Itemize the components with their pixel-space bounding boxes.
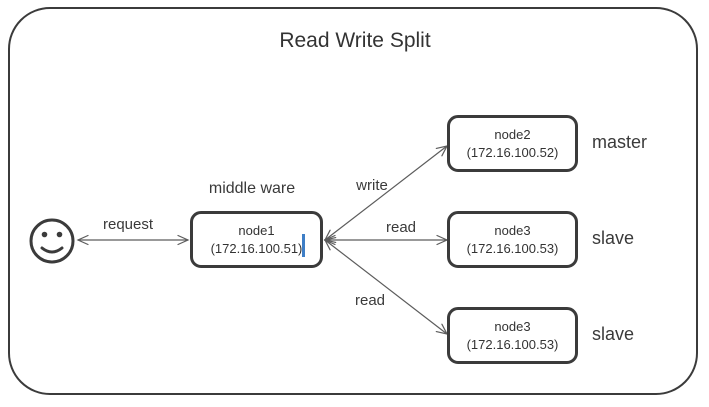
edge-label-read-mid: read [385, 219, 417, 236]
node-master-name: node2 [494, 126, 531, 142]
role-label-slave-1: slave [592, 228, 635, 248]
edge-read-mid [323, 234, 449, 246]
role-label-master: master [592, 132, 648, 152]
node-slave-1-ip: (172.16.100.53) [466, 240, 559, 256]
node-master[interactable]: node2 (172.16.100.52) [447, 115, 578, 172]
role-label-slave-2: slave [592, 324, 635, 344]
node-slave-2[interactable]: node3 (172.16.100.53) [447, 307, 578, 364]
edge-request [76, 234, 190, 246]
edge-label-write: write [356, 177, 388, 194]
middleware-caption: middle ware [208, 180, 296, 197]
node-middleware[interactable]: node1 (172.16.100.51) [190, 211, 323, 268]
node-slave-2-ip: (172.16.100.53) [466, 336, 559, 352]
node-slave-2-name: node3 [494, 318, 531, 334]
diagram-frame [8, 7, 698, 395]
node-slave-1[interactable]: node3 (172.16.100.53) [447, 211, 578, 268]
node-middleware-name: node1 [238, 222, 275, 238]
node-middleware-ip: (172.16.100.51) [210, 240, 303, 256]
edge-read-bottom [323, 239, 449, 335]
node-slave-1-name: node3 [494, 222, 531, 238]
diagram-title: Read Write Split [279, 29, 431, 52]
edge-label-request: request [102, 216, 154, 233]
edge-label-read-bottom: read [354, 292, 386, 309]
text-edit-caret [302, 234, 305, 257]
smiley-icon [29, 218, 75, 264]
node-master-ip: (172.16.100.52) [466, 144, 559, 160]
